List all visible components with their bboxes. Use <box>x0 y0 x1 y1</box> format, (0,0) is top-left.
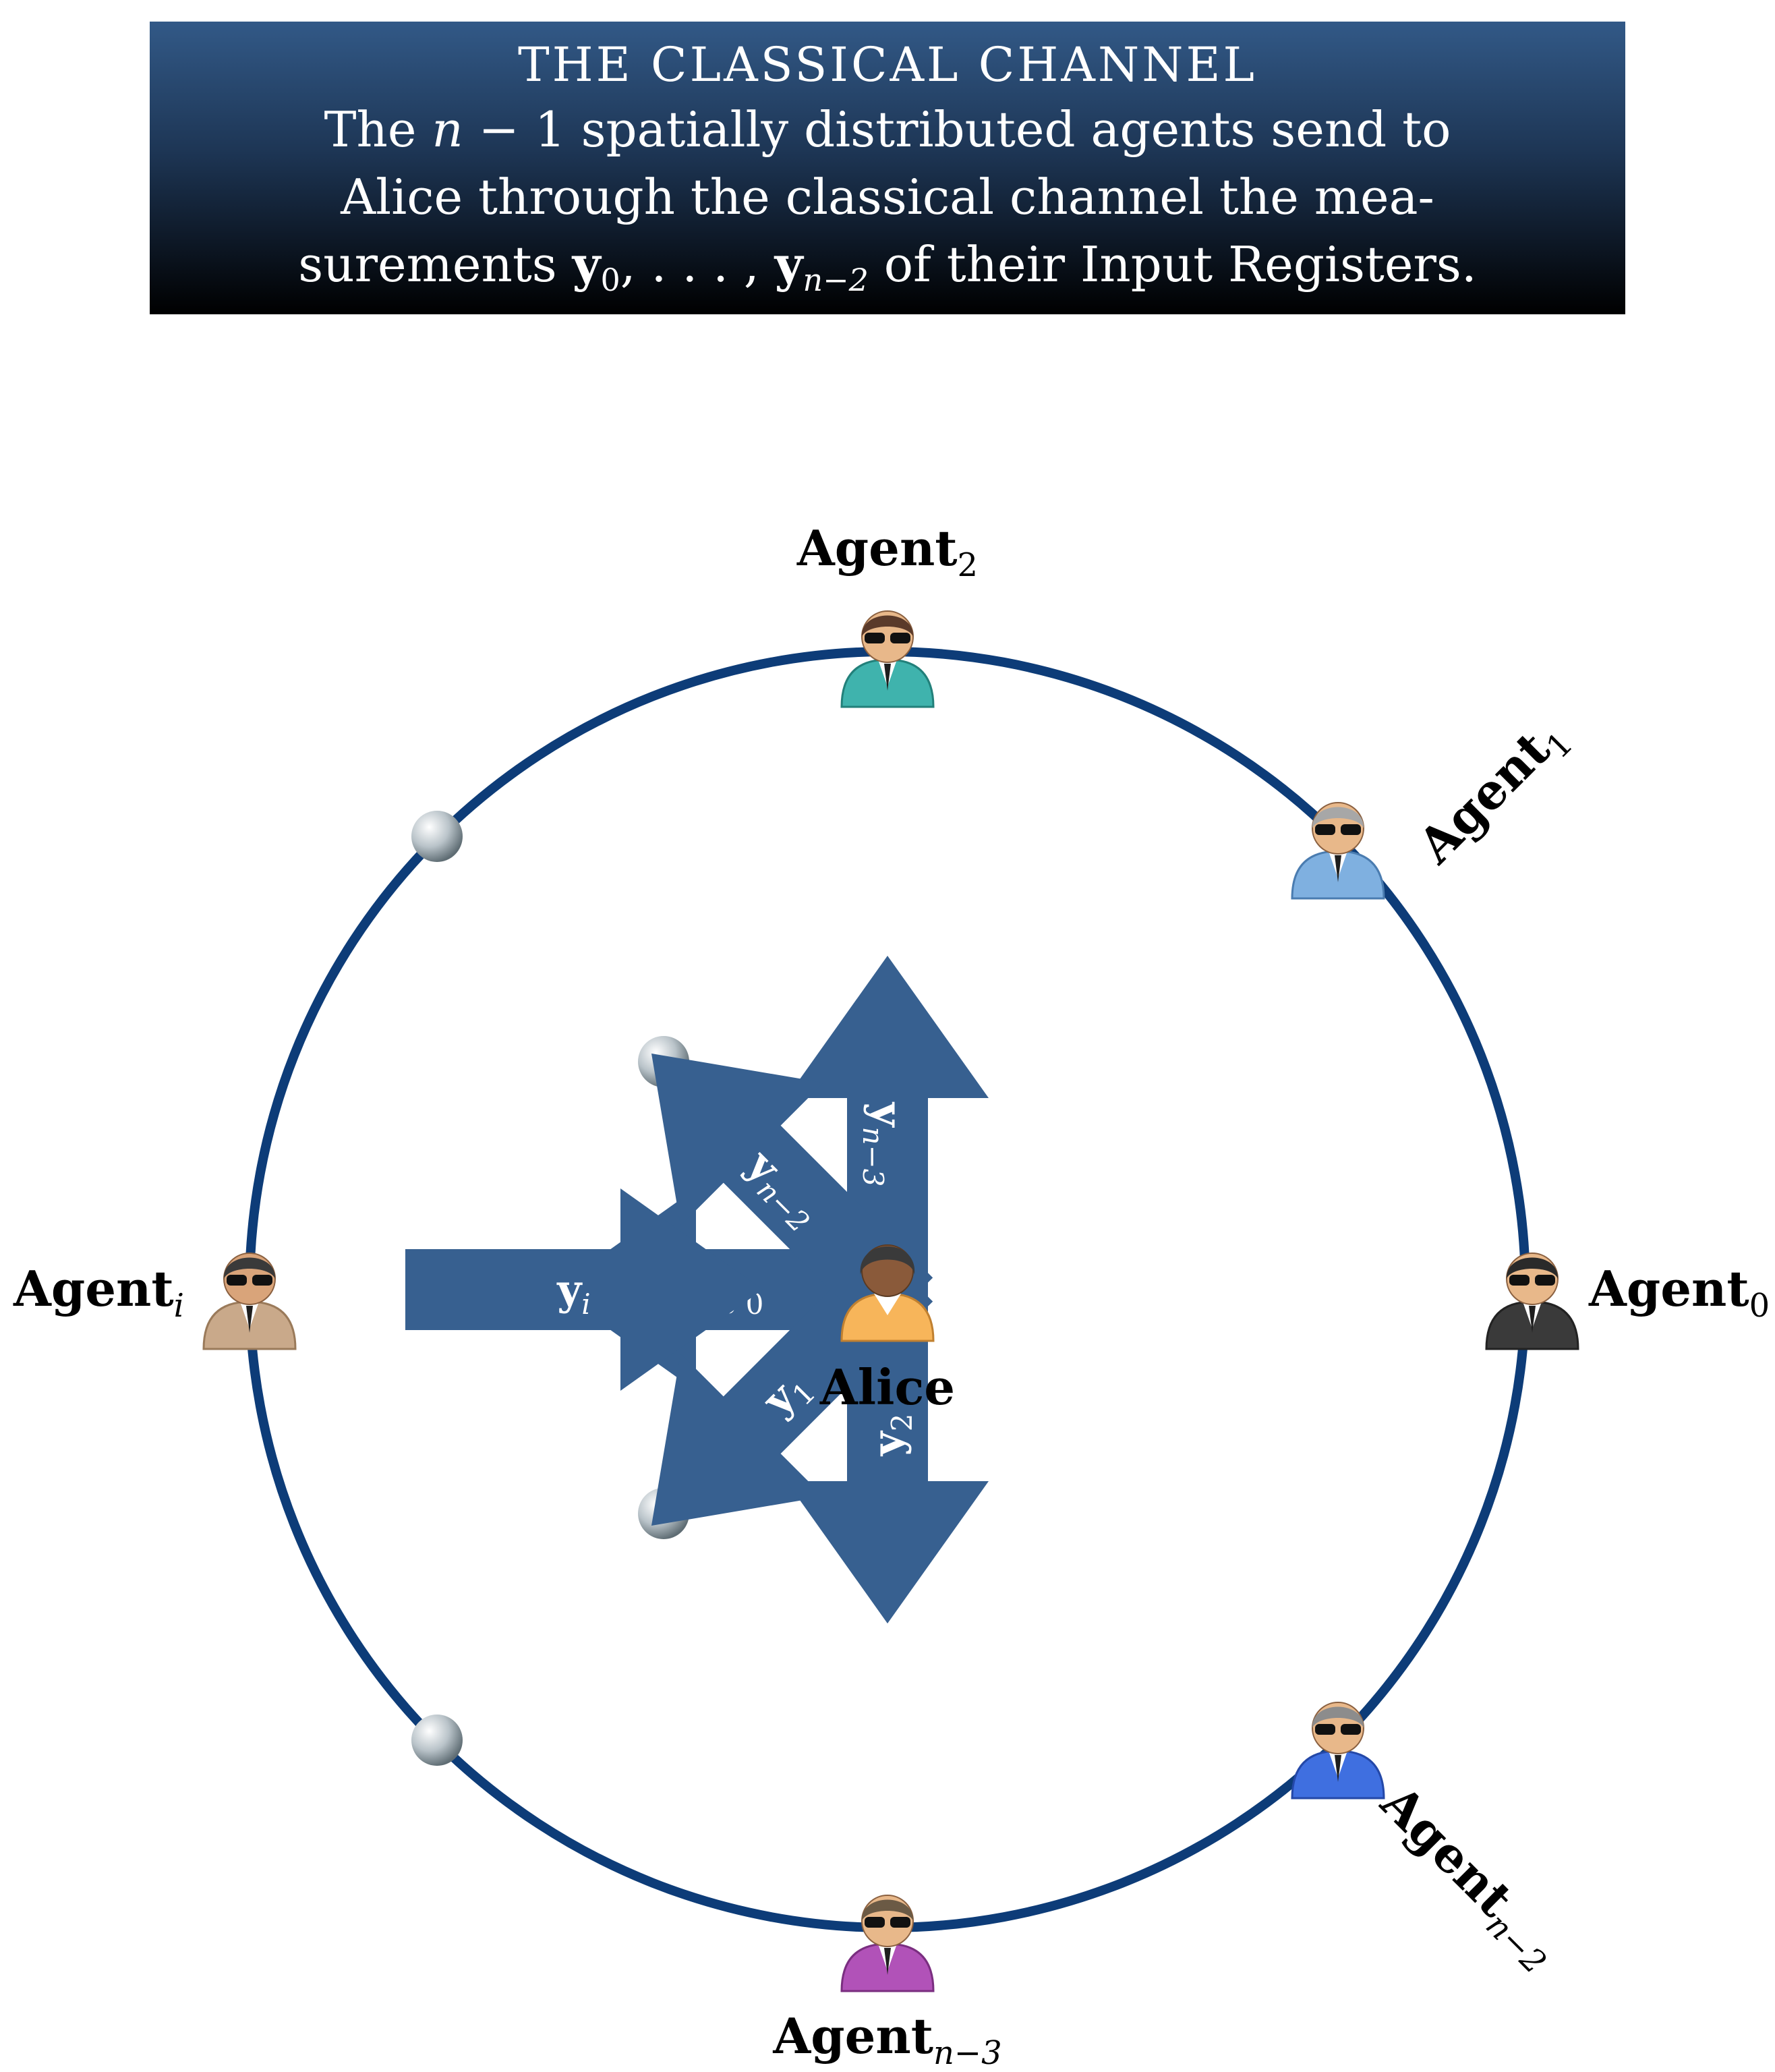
agent-1-label: Agent1 <box>1406 706 1580 880</box>
agent-n-2-person-icon <box>1291 1702 1385 1800</box>
banner-line-3: surements y0, . . . , yn−2 of their Inpu… <box>298 235 1477 298</box>
agent-0-person-icon <box>1485 1253 1579 1350</box>
agent-i-person-icon <box>202 1253 297 1350</box>
agent-1: Agent1 <box>1291 706 1580 900</box>
agent-n-2-label: Agentn−2 <box>1364 1773 1573 1982</box>
agent-n-2: Agentn−2 <box>1291 1702 1573 1982</box>
agent-n-3: Agentn−3 <box>772 1895 1002 2072</box>
agent-1-person-icon <box>1291 802 1385 900</box>
arrow-y2: y2 <box>786 1266 989 1623</box>
banner-line-1: The n − 1 spatially distributed agents s… <box>324 101 1451 158</box>
arrow-yn3: yn−3 <box>786 956 989 1313</box>
banner-line-2: Alice through the classical channel the … <box>341 169 1434 225</box>
agent-2: Agent2 <box>796 519 978 708</box>
agent-0-label: Agent0 <box>1588 1260 1770 1325</box>
arrow-yi: yi <box>405 1188 763 1391</box>
agent-2-label: Agent2 <box>796 519 978 584</box>
dot-top-left <box>411 811 463 862</box>
arrow-yi-label: yi <box>556 1265 590 1321</box>
agent-i-label: Agenti <box>13 1260 184 1325</box>
dot-bottom-left <box>411 1715 463 1766</box>
alice-person-icon <box>840 1244 935 1342</box>
alice: Alice <box>819 1244 955 1416</box>
arrow-yn3-shape <box>786 956 989 1313</box>
agent-n-3-person-icon <box>840 1895 935 1992</box>
title-banner: THE CLASSICAL CHANNEL The n − 1 spatiall… <box>150 22 1625 314</box>
agent-i: Agenti <box>13 1253 297 1350</box>
agent-2-person-icon <box>840 610 935 708</box>
arrow-yi-shape <box>405 1188 763 1391</box>
agent-n-3-label: Agentn−3 <box>772 2007 1001 2072</box>
arrow-yn3-label: yn−3 <box>856 1102 912 1187</box>
arrow-y2-label: y2 <box>863 1414 919 1457</box>
agent-0: Agent0 <box>1485 1253 1770 1350</box>
banner-title: THE CLASSICAL CHANNEL <box>517 37 1258 92</box>
alice-label: Alice <box>819 1358 955 1416</box>
arrow-y2-shape <box>786 1266 989 1623</box>
